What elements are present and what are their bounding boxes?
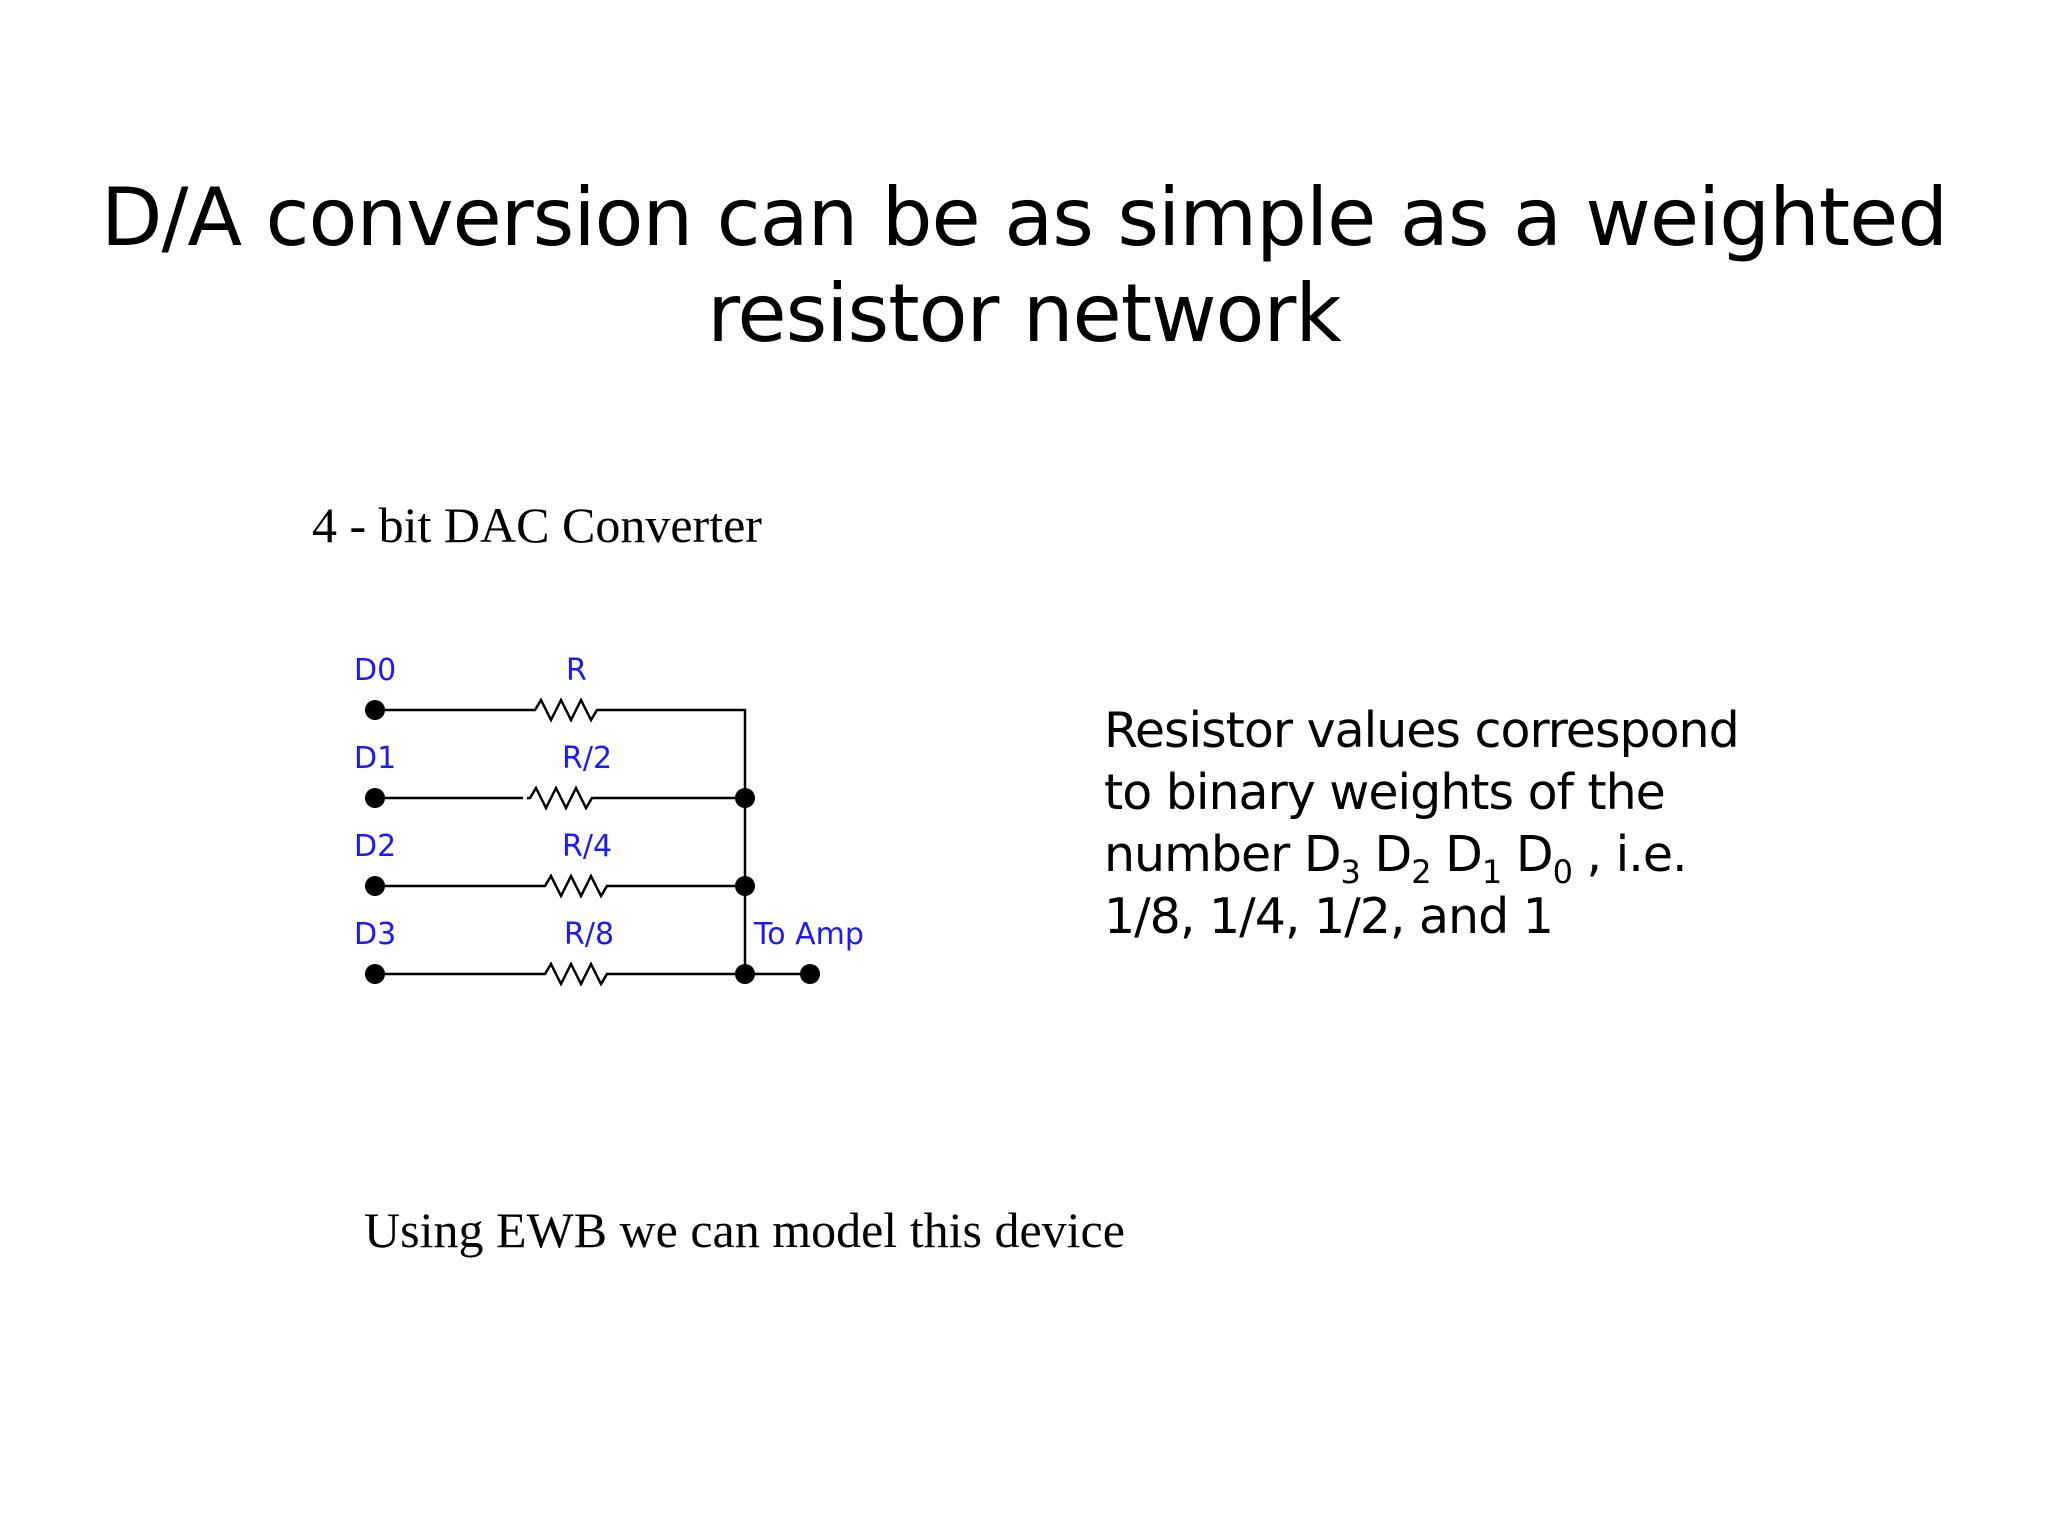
explanation-text: Resistor values correspond to binary wei…: [1104, 700, 1740, 948]
output-terminal: [800, 964, 820, 984]
circuit-caption: 4 - bit DAC Converter: [312, 497, 762, 553]
output-label: To Amp: [753, 917, 864, 952]
subscript-0: 0: [1552, 853, 1573, 891]
explanation-line-2: to binary weights of the: [1104, 764, 1666, 821]
ie-text: , i.e.: [1571, 826, 1687, 883]
junction-node-2: [735, 876, 755, 896]
number-prefix: number D: [1104, 826, 1342, 883]
dac-circuit-diagram: D0 D1 D2 D3 R R/2 R/4 R/8 To Amp: [354, 653, 864, 987]
wire-d2: [375, 873, 745, 899]
input-label-d2: D2: [354, 829, 396, 864]
d1-text: D: [1430, 826, 1483, 883]
title-line-1: D/A conversion can be as simple as a wei…: [100, 171, 1948, 264]
input-label-d0: D0: [354, 653, 396, 688]
input-label-d3: D3: [354, 917, 396, 952]
resistor-label-r2: R/2: [562, 741, 612, 776]
resistor-label-r4: R/4: [562, 829, 612, 864]
terminal-d3: [365, 964, 385, 984]
wire-d0: [375, 697, 747, 970]
junction-node-1: [735, 788, 755, 808]
junction-node-3: [735, 964, 755, 984]
d0-text: D: [1501, 826, 1554, 883]
slide-title: D/A conversion can be as simple as a wei…: [0, 170, 2048, 362]
explanation-line-1: Resistor values correspond: [1104, 702, 1740, 759]
subscript-2: 2: [1411, 853, 1431, 891]
wire-d3: [375, 961, 810, 987]
terminal-d1: [365, 788, 385, 808]
d2-text: D: [1359, 826, 1412, 883]
terminal-d0: [365, 700, 385, 720]
terminal-d2: [365, 876, 385, 896]
footer-note: Using EWB we can model this device: [364, 1202, 1125, 1258]
subscript-1: 1: [1481, 853, 1502, 891]
explanation-line-4: 1/8, 1/4, 1/2, and 1: [1104, 888, 1554, 945]
resistor-label-r8: R/8: [564, 917, 614, 952]
subscript-3: 3: [1340, 853, 1361, 891]
explanation-line-3: number D3 D2 D1 D0 , i.e.: [1104, 824, 1739, 888]
wire-d1: [375, 785, 745, 811]
input-label-d1: D1: [354, 741, 396, 776]
resistor-label-r: R: [566, 653, 587, 688]
title-line-2: resistor network: [707, 267, 1341, 360]
